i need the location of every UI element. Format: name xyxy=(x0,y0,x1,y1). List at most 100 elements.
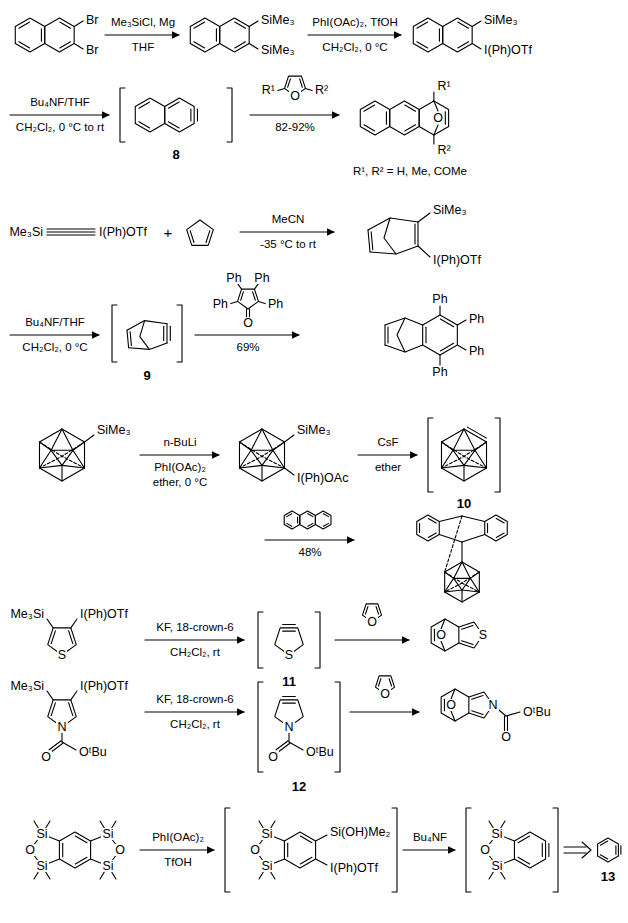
bond-line xyxy=(445,572,480,592)
reagent-label: 82-92% xyxy=(274,122,316,134)
reagent-label: CH₂Cl₂, 0 °C xyxy=(321,42,388,54)
bond-line xyxy=(316,859,327,865)
bond-line xyxy=(187,220,214,245)
bond-line xyxy=(417,222,418,246)
bond-line xyxy=(440,319,453,327)
compound-number: 13 xyxy=(600,870,616,883)
bond-line xyxy=(74,21,83,27)
reagent-label: PhI(OAc)₂ xyxy=(153,462,207,474)
bracket xyxy=(315,612,320,668)
bond-line xyxy=(439,29,440,41)
bond-line xyxy=(413,18,442,52)
atom-label: Ph xyxy=(431,366,448,379)
bond-line xyxy=(283,631,296,632)
bond-line xyxy=(239,442,284,468)
bond-line xyxy=(220,18,249,52)
bond-line xyxy=(238,289,259,309)
bond-line xyxy=(85,435,94,442)
bond-line xyxy=(453,450,475,465)
bond-line xyxy=(417,515,440,541)
compound-number: 8 xyxy=(171,148,180,161)
bond-line xyxy=(39,429,84,481)
bond-line xyxy=(433,92,434,101)
bond-line xyxy=(51,450,73,465)
bond-line xyxy=(405,125,416,131)
reagent-label: n-BuLi xyxy=(162,437,197,449)
reagent-label: PhI(OAc)₂, TfOH xyxy=(311,17,398,29)
bond-line xyxy=(253,292,256,300)
atom-label: O xyxy=(249,844,261,857)
reagent-label: -35 °C to rt xyxy=(259,239,317,251)
compound-number: 10 xyxy=(456,497,472,510)
bond-line xyxy=(19,22,30,28)
bond-line xyxy=(428,533,436,538)
reagent-label: CH₂Cl₂, 0 °C xyxy=(21,342,88,354)
bracket xyxy=(428,418,433,492)
bond-line xyxy=(445,516,462,572)
bond-line xyxy=(168,122,179,128)
bond-line xyxy=(414,224,415,244)
bond-line xyxy=(434,101,438,111)
reaction-arrow xyxy=(145,639,244,640)
bond-line xyxy=(39,442,84,468)
bond-line xyxy=(315,511,331,529)
atom-label: Si xyxy=(101,860,114,873)
atom-label: S xyxy=(284,649,294,662)
atom-label: Ph xyxy=(468,345,485,358)
bond-line xyxy=(75,857,87,864)
bond-line xyxy=(485,515,508,541)
bond-line xyxy=(287,514,292,517)
atom-label: O xyxy=(267,751,279,764)
bond-line xyxy=(300,79,303,87)
bond-line xyxy=(487,523,488,532)
reagent-label: CH₂Cl₂, 0 °C to rt xyxy=(15,122,105,134)
atom-label: S xyxy=(478,629,488,642)
bond-line xyxy=(441,442,486,468)
atom-label: Ph xyxy=(253,272,270,285)
reagent-label: PhI(OAc)₂ xyxy=(151,832,205,844)
reagent-label: THF xyxy=(131,42,155,54)
bond-line xyxy=(231,301,238,303)
bond-line xyxy=(370,246,418,254)
atom-label: O xyxy=(445,699,457,712)
reaction-arrow xyxy=(403,849,455,850)
bond-line xyxy=(445,112,446,124)
bond-line xyxy=(71,691,77,700)
reaction-arrow xyxy=(105,34,179,35)
bond-line xyxy=(453,429,464,450)
atom-label: SiMe₃ xyxy=(432,204,468,217)
atom-label: Me₃Si xyxy=(9,608,45,621)
bracket xyxy=(553,808,558,892)
bond-line xyxy=(283,624,296,625)
bond-line xyxy=(15,18,44,52)
bond-line xyxy=(283,703,296,704)
bond-line xyxy=(445,562,480,602)
bond-line xyxy=(288,79,291,87)
bond-line xyxy=(289,742,303,750)
atom-label: I(Ph)OTf xyxy=(98,226,148,239)
structures xyxy=(10,18,621,892)
bond-line xyxy=(165,98,194,132)
bond-line xyxy=(365,607,367,614)
bond-line xyxy=(74,44,83,50)
bond-line xyxy=(360,101,389,135)
bond-line xyxy=(62,742,76,750)
bond-line xyxy=(418,213,430,222)
bond-line xyxy=(69,703,73,716)
reagent-label: Bu₄NF/THF xyxy=(24,317,86,329)
bond-line xyxy=(249,21,258,27)
atom-label: S xyxy=(57,649,67,662)
bracket xyxy=(112,305,117,362)
bond-line xyxy=(127,330,129,348)
bond-line xyxy=(462,516,485,522)
bond-line xyxy=(472,44,481,50)
atom-label: R¹ xyxy=(436,80,451,93)
reaction-arrow xyxy=(350,711,419,712)
reagent-label: KF, 18-crown-6 xyxy=(155,694,234,706)
reagent-label: ether xyxy=(374,462,402,474)
atom-label: Si xyxy=(490,828,503,841)
bond-line xyxy=(364,125,375,131)
reagent-label: CsF xyxy=(376,437,399,449)
bond-line xyxy=(283,696,296,697)
atom-label: SiMe₃ xyxy=(96,424,132,437)
